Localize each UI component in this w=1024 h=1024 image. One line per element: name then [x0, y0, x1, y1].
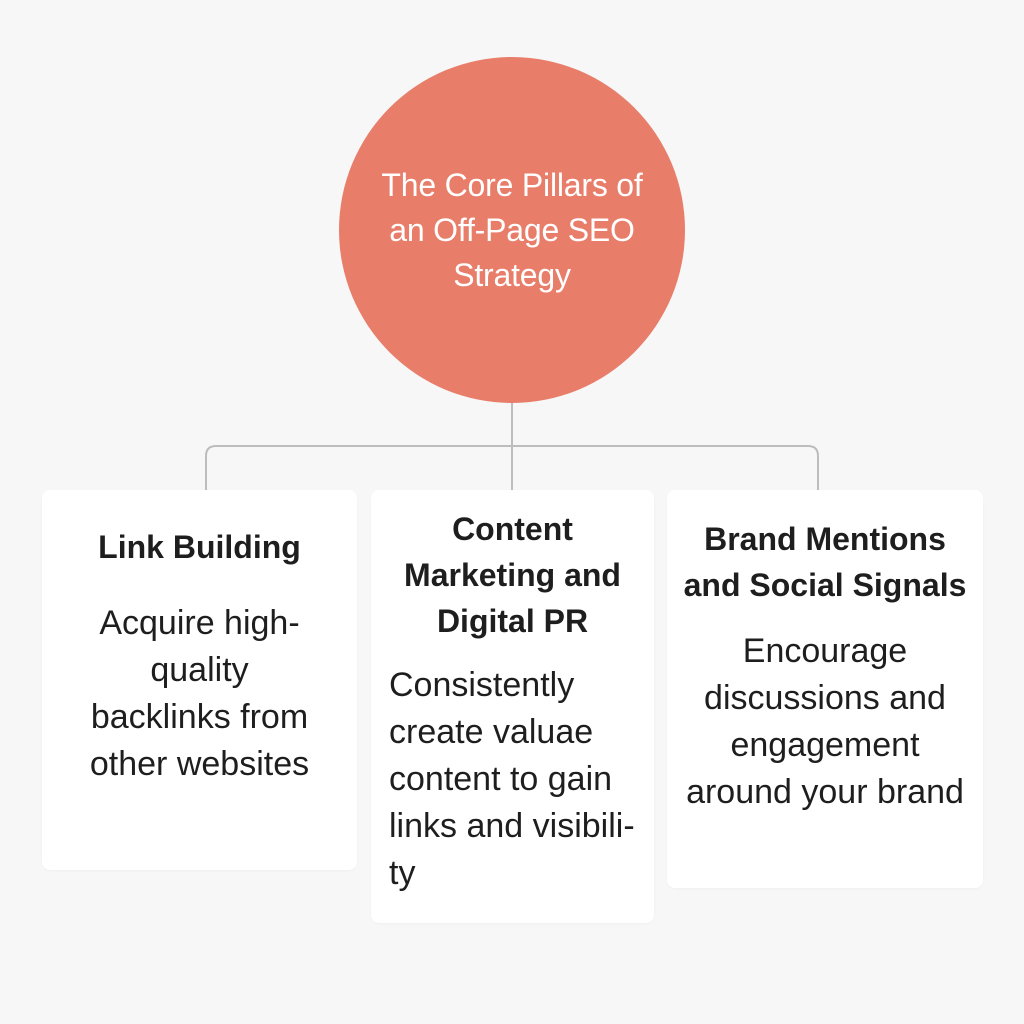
hub-title: The Core Pillars of an Off-Page SEO Stra…	[381, 166, 643, 293]
pillar-card-content-marketing: Content Marketing and Digital PR Consist…	[371, 490, 654, 923]
pillar-title: Brand Mentions and Social Signals	[683, 521, 967, 603]
pillar-description: Consistently create valuae content to ga…	[389, 666, 635, 892]
pillar-card-link-building: Link Building Acquire high-quality backl…	[42, 490, 357, 870]
pillar-title: Link Building	[98, 529, 301, 565]
pillar-description: Acquire high-quality backlinks from othe…	[89, 604, 310, 783]
pillar-card-brand-mentions: Brand Mentions and Social Signals Encour…	[667, 490, 983, 888]
pillar-title: Content Marketing and Digital PR	[404, 511, 621, 639]
central-topic-circle: The Core Pillars of an Off-Page SEO Stra…	[339, 57, 685, 403]
pillar-description: Encourage discussions and engagement aro…	[686, 632, 964, 811]
